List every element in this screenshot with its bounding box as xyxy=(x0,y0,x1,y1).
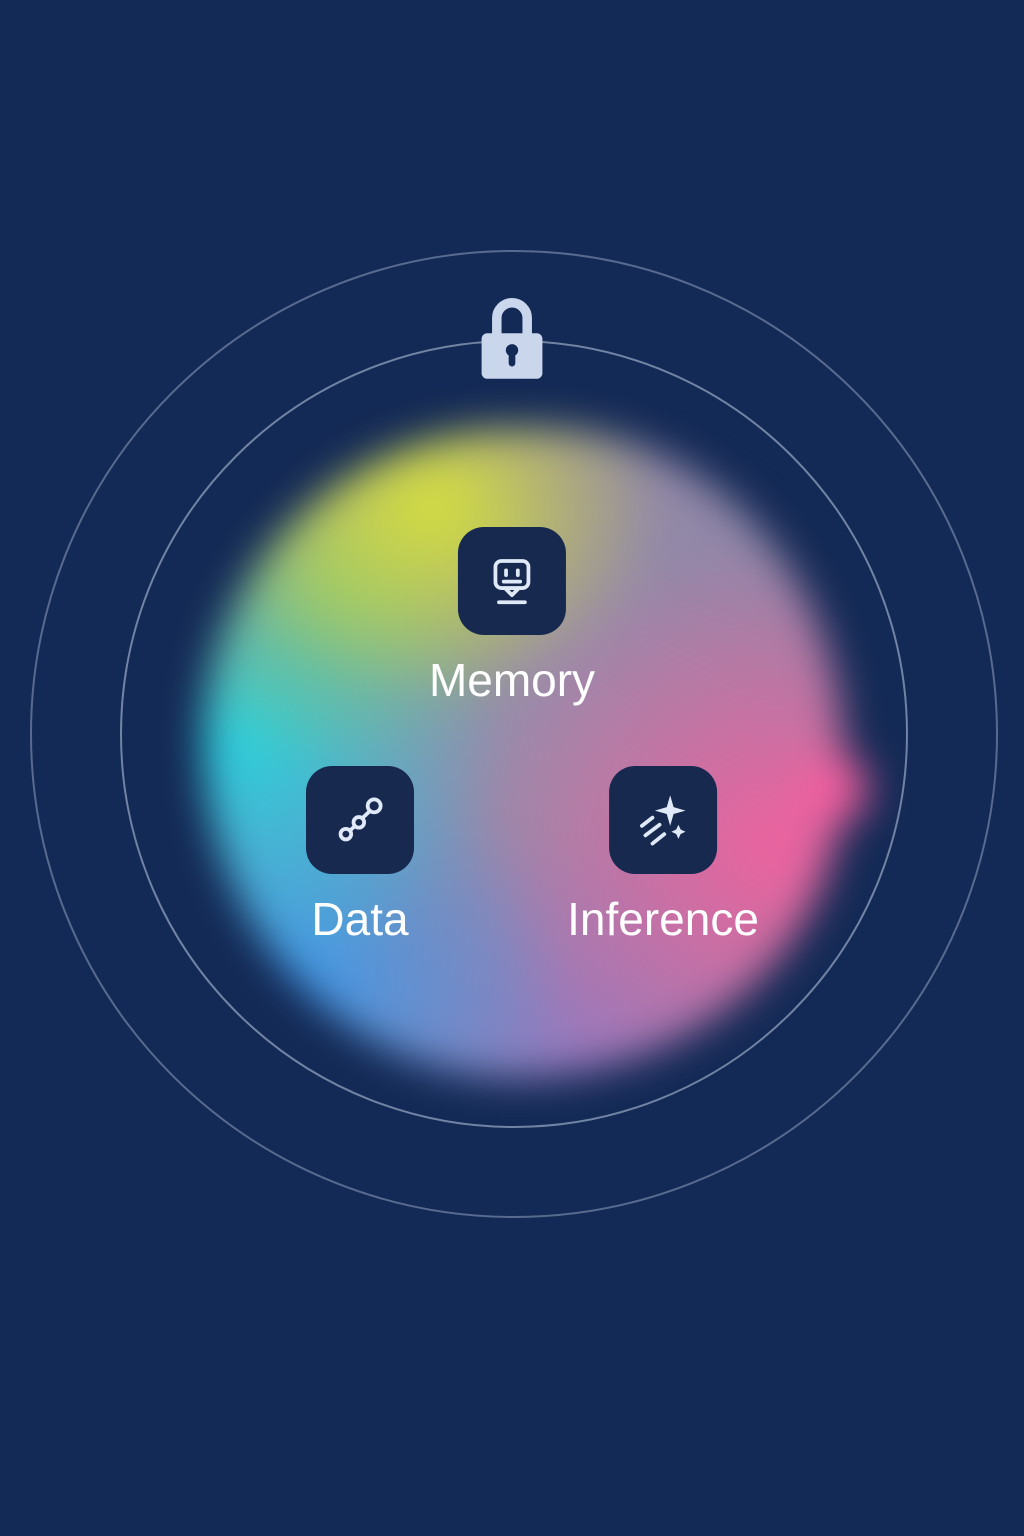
memory-label: Memory xyxy=(428,654,596,706)
padlock-icon-svg xyxy=(481,298,543,379)
node-memory: Memory xyxy=(429,527,595,706)
data-label: Data xyxy=(311,893,409,945)
gradient-blob xyxy=(203,428,869,1078)
chatbot-message-icon xyxy=(493,559,531,605)
padlock-icon xyxy=(474,289,550,385)
trend-scatter-icon xyxy=(338,797,383,842)
inference-label: Inference xyxy=(567,893,759,945)
node-inference: Inference xyxy=(567,766,759,945)
memory-chatbot-message-icon xyxy=(458,527,566,635)
outer-ring xyxy=(30,250,998,1218)
inference-sparkles-icon-tile xyxy=(608,766,717,874)
sparkles-icon xyxy=(639,795,686,846)
data-trend-icon-tile xyxy=(306,766,414,874)
node-data: Data xyxy=(306,766,414,945)
